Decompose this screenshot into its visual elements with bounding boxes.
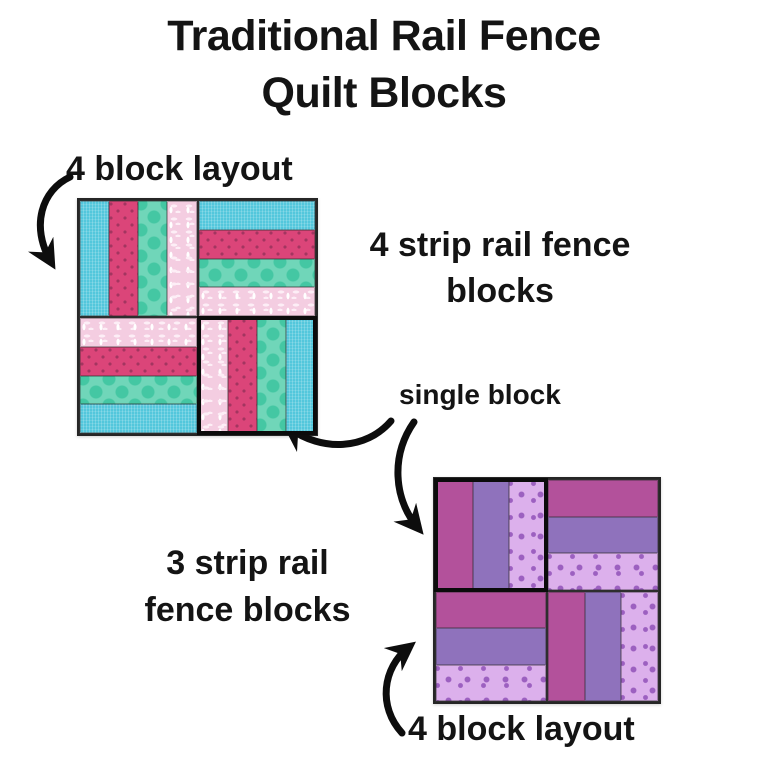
four-strip-quilt-preview	[77, 198, 318, 436]
title-line-1: Traditional Rail Fence	[167, 12, 601, 60]
label-line: blocks	[446, 272, 554, 311]
fabric-strip-mint	[138, 201, 168, 316]
fabric-strip-magenta	[436, 480, 473, 590]
fabric-strip-mint	[80, 375, 197, 405]
label-4-block-layout-bottom: 4 block layout	[408, 710, 635, 748]
fabric-strip-dark-pink	[80, 346, 197, 376]
single-block-highlight	[196, 316, 317, 435]
fabric-strip-magenta	[548, 480, 658, 517]
fabric-strip-magenta	[436, 591, 546, 628]
rail-fence-block	[435, 590, 547, 702]
curved-arrow-top-layout-to-quilt1	[27, 173, 74, 270]
fabric-strip-teal	[80, 201, 110, 316]
label-single-block: single block	[399, 379, 561, 410]
fabric-strip-purple	[584, 591, 622, 701]
rail-fence-block	[79, 200, 198, 317]
label-line: 3 strip rail	[166, 544, 329, 582]
fabric-strip-light-pink	[167, 201, 197, 316]
curved-arrow-single-block-to-quilt2	[393, 418, 424, 535]
fabric-strip-teal	[80, 404, 197, 433]
rail-fence-block	[547, 590, 659, 702]
fabric-strip-dark-pink	[227, 318, 257, 433]
fabric-strip-lavender	[436, 664, 546, 701]
fabric-strip-purple	[548, 516, 658, 553]
label-4-strip-rail-fence-blocks: 4 strip rail fence blocks	[330, 222, 670, 314]
fabric-strip-purple	[472, 480, 510, 590]
label-4-block-layout-top: 4 block layout	[66, 150, 293, 188]
fabric-strip-magenta	[548, 591, 585, 701]
fabric-strip-purple	[436, 628, 546, 665]
rail-fence-block	[79, 317, 198, 434]
rail-fence-block	[547, 479, 659, 591]
fabric-strip-lavender	[548, 553, 658, 590]
fabric-strip-lavender	[509, 480, 547, 590]
page-title: Traditional Rail Fence Quilt Blocks	[0, 8, 768, 122]
fabric-strip-teal	[285, 318, 315, 433]
three-strip-quilt-preview	[433, 477, 661, 704]
fabric-strip-mint	[256, 318, 286, 433]
title-line-2: Quilt Blocks	[261, 69, 507, 118]
fabric-strip-dark-pink	[109, 201, 139, 316]
label-line: fence blocks	[144, 590, 351, 629]
fabric-strip-teal	[198, 201, 315, 230]
label-3-strip-rail-fence-blocks: 3 strip rail fence blocks	[95, 540, 400, 634]
single-block-highlight	[434, 478, 548, 591]
fabric-strip-light-pink	[198, 318, 228, 433]
fabric-strip-light-pink	[80, 318, 197, 347]
fabric-strip-light-pink	[198, 287, 315, 316]
fabric-strip-mint	[198, 258, 315, 288]
fabric-strip-lavender	[621, 591, 659, 701]
curved-arrow-bottom-layout-to-quilt2	[382, 641, 416, 737]
label-line: 4 strip rail fence	[369, 226, 631, 264]
rail-fence-block	[197, 200, 316, 317]
fabric-strip-dark-pink	[198, 229, 315, 259]
